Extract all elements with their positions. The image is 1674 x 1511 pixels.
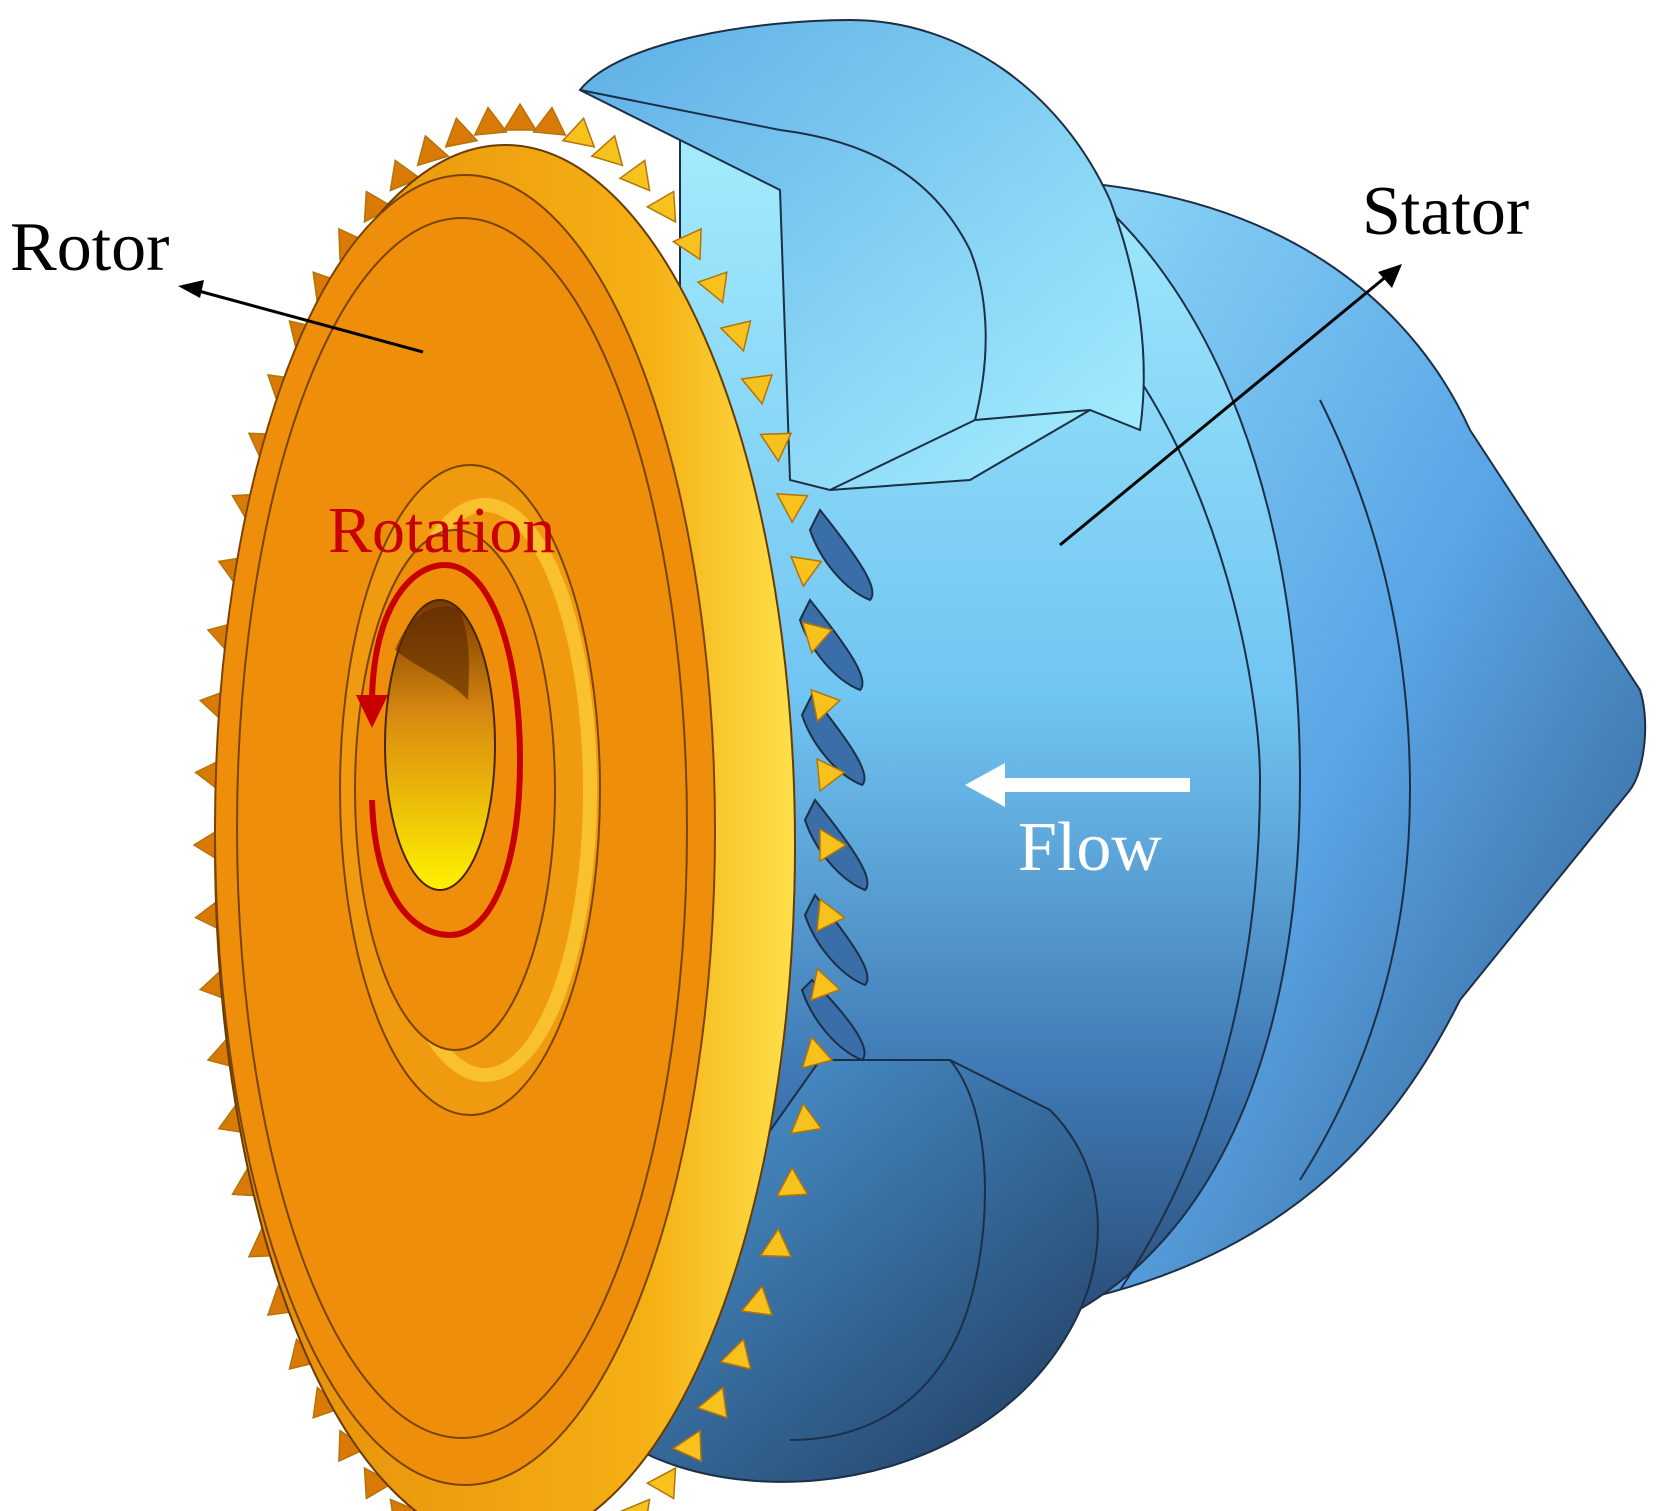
rotor-blade bbox=[590, 134, 624, 167]
rotor-blade bbox=[696, 1386, 728, 1419]
rotor-blade bbox=[810, 688, 842, 723]
rotor-blade bbox=[810, 967, 842, 1002]
rotor-blade bbox=[502, 102, 538, 131]
rotor-blade bbox=[416, 134, 450, 167]
rotation-arrowhead bbox=[356, 695, 388, 728]
stator-label: Stator bbox=[1362, 173, 1529, 250]
rotor-blade bbox=[775, 1166, 809, 1197]
rotor-blade bbox=[775, 493, 809, 524]
rotor-blade bbox=[740, 374, 774, 406]
flow-label: Flow bbox=[1018, 809, 1162, 886]
rotor-blade bbox=[719, 1337, 752, 1370]
rotor bbox=[192, 102, 848, 1511]
stator-flange-top bbox=[578, 18, 1145, 492]
rotor-leader-arrowhead bbox=[178, 280, 204, 298]
rotor-blade bbox=[801, 1035, 834, 1069]
rotor-blade bbox=[671, 227, 702, 261]
rotor-blade bbox=[389, 159, 422, 192]
rotor-blade bbox=[789, 555, 823, 588]
rotor-blade bbox=[619, 1498, 651, 1511]
rotor-blade bbox=[561, 116, 596, 148]
rotor-blade bbox=[645, 1466, 677, 1500]
rotation-label: Rotation bbox=[328, 494, 555, 567]
rotor-blade bbox=[740, 1284, 774, 1316]
flow-arrowhead bbox=[965, 763, 1005, 807]
stator-flange-bottom bbox=[578, 1059, 1099, 1483]
rotor-blade bbox=[759, 1227, 793, 1258]
stator-leader-arrowhead bbox=[1378, 264, 1402, 288]
stator-leader-line bbox=[1059, 273, 1389, 547]
rotor-blade bbox=[719, 320, 752, 353]
rotor-blade bbox=[816, 757, 846, 793]
rotor-leader-line bbox=[194, 288, 424, 354]
rotor-blade bbox=[618, 159, 651, 192]
rotor-label: Rotor bbox=[10, 209, 169, 286]
rotor-blade bbox=[696, 271, 728, 304]
rotor-blade bbox=[473, 106, 508, 136]
rotor-blade bbox=[759, 432, 793, 463]
rotor-blade bbox=[801, 621, 834, 655]
rotor-blade bbox=[789, 1102, 823, 1135]
rotor-blade bbox=[645, 190, 677, 224]
rotor-blade bbox=[671, 1429, 702, 1463]
rotation-arrow bbox=[369, 561, 524, 939]
rotor-blade bbox=[444, 116, 479, 148]
rotor-blade bbox=[532, 106, 567, 136]
rotor-blade bbox=[819, 827, 848, 863]
rotor-blade bbox=[816, 897, 846, 933]
